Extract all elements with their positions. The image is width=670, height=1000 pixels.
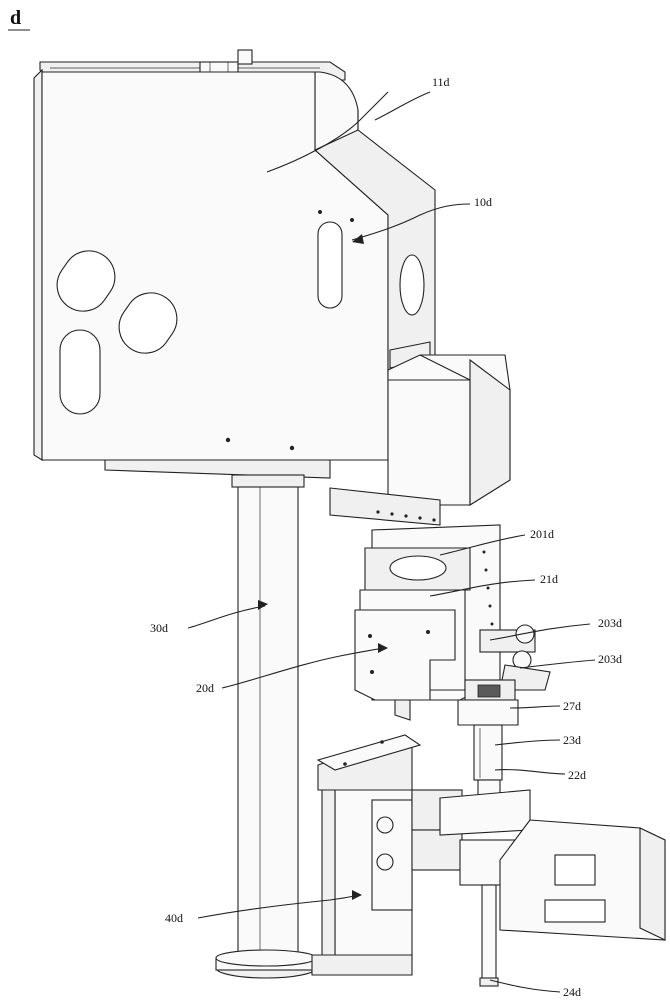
- label-203d-lower: 203d: [598, 652, 622, 666]
- shaft-24d: [481, 884, 497, 981]
- figure-letter: d: [10, 7, 21, 29]
- label-11d: 11d: [432, 75, 450, 89]
- label-10d: 10d: [474, 195, 492, 209]
- right-bracket-box: [499, 819, 666, 941]
- spindle-23d-22d: [473, 724, 503, 803]
- right-motor-box: [387, 341, 511, 506]
- hopper-opening: [389, 555, 447, 581]
- label-20d: 20d: [196, 681, 214, 695]
- hinge-tab: [237, 49, 253, 65]
- oval-hole-3: [59, 329, 101, 415]
- label-27d: 27d: [563, 699, 581, 713]
- slot-10d: [317, 221, 343, 309]
- label-203d-upper: 203d: [598, 616, 622, 630]
- leader-lines: [187, 91, 596, 993]
- label-30d: 30d: [150, 621, 168, 635]
- knob-203d-upper: [515, 624, 535, 644]
- upper-housing: [33, 49, 436, 479]
- label-22d: 22d: [568, 768, 586, 782]
- block-27d-body: [457, 699, 519, 726]
- spindle-23d: [473, 724, 503, 781]
- side-hole: [399, 254, 425, 316]
- label-40d: 40d: [165, 911, 183, 925]
- column-shaft: [237, 477, 299, 961]
- label-201d: 201d: [530, 527, 554, 541]
- connecting-bracket: [329, 487, 441, 526]
- housing-left-edge: [33, 68, 43, 461]
- label-23d: 23d: [563, 733, 581, 747]
- housing-bottom-lip: [104, 459, 331, 479]
- feeder-unit: [354, 524, 501, 721]
- plate-20d: [354, 609, 456, 701]
- lower-mount-40d: [311, 734, 531, 976]
- oval-hole-1: [56, 250, 116, 312]
- block-27d: [457, 679, 519, 726]
- label-21d: 21d: [540, 572, 558, 586]
- label-24d: 24d: [563, 985, 581, 999]
- clamp-arm: [439, 789, 531, 836]
- column-30d: [215, 474, 317, 979]
- oval-hole-2: [118, 292, 178, 354]
- output-shaft-24d: [479, 884, 499, 987]
